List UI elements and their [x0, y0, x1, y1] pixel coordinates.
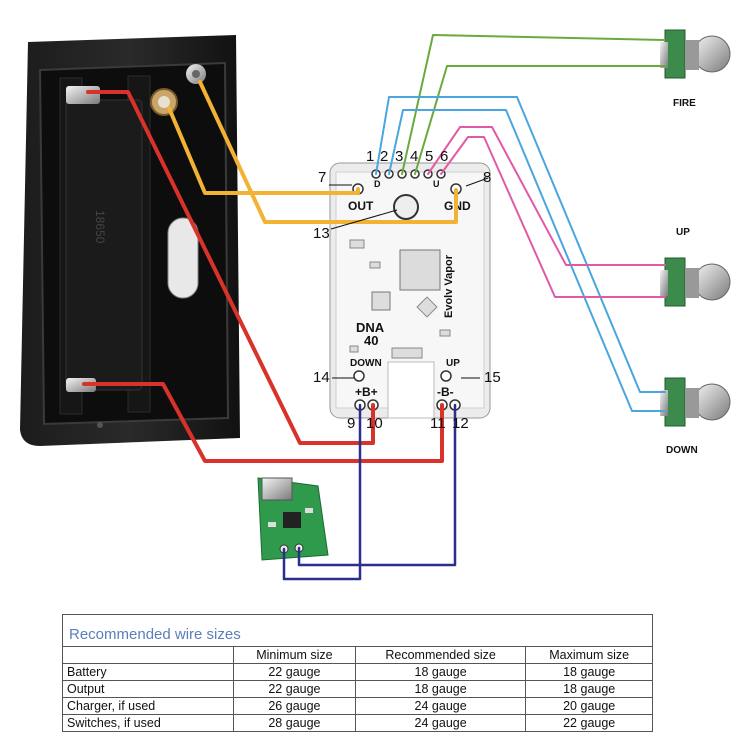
up-wire-a — [427, 126, 666, 266]
pin-label-7: 7 — [318, 169, 326, 186]
slot-window — [167, 217, 199, 299]
pin-label-6: 6 — [440, 148, 448, 165]
fire-switch-label: FIRE — [673, 98, 696, 109]
pin-label-1: 1 — [366, 148, 374, 165]
wire-size-table: Minimum size Recommended size Maximum si… — [63, 646, 652, 732]
board-up-label: UP — [446, 358, 460, 369]
pin-label-13: 13 — [313, 225, 330, 242]
wire-size-table-title: Recommended wire sizes — [69, 626, 241, 643]
pin-label-5: 5 — [425, 148, 433, 165]
table-header-cell: Recommended size — [354, 646, 527, 664]
board-out-label: OUT — [348, 199, 374, 213]
table-cell-rec: 18 gauge — [354, 663, 527, 681]
table-row-label: Output — [63, 680, 234, 698]
board-d-label: D — [374, 179, 381, 189]
pin-label-2: 2 — [380, 148, 388, 165]
board-name-line1: DNA — [356, 320, 385, 335]
micro-usb-port-icon — [261, 477, 293, 501]
table-cell-min: 28 gauge — [233, 714, 356, 732]
dna40-board: DNA 40 Evolv Vapor OUT GND DOWN UP +B+ -… — [329, 162, 491, 419]
board-pad-14 — [353, 370, 365, 382]
table-header-cell — [63, 646, 234, 664]
table-row-label: Switches, if used — [63, 714, 234, 732]
up-wire-b — [440, 136, 666, 298]
up-switch — [660, 257, 731, 307]
fire-wire-b — [414, 65, 666, 175]
table-row: Switches, if used 28 gauge 24 gauge 22 g… — [63, 714, 652, 732]
pin-leaders — [329, 177, 489, 379]
table-cell-min: 22 gauge — [233, 680, 356, 698]
battery-marking: 18650 — [93, 210, 107, 244]
up-switch-label: UP — [676, 227, 690, 238]
output-wire-positive — [167, 106, 360, 195]
table-cell-rec: 18 gauge — [354, 680, 527, 698]
wire-size-table-panel: Recommended wire sizes Minimum size Reco… — [62, 614, 653, 732]
board-down-label: DOWN — [350, 358, 382, 369]
board-bplus-label: +B+ — [355, 385, 378, 399]
down-wire-a — [375, 96, 666, 393]
pin-label-14: 14 — [313, 369, 330, 386]
pin-label-3: 3 — [395, 148, 403, 165]
table-cell-min: 22 gauge — [233, 663, 356, 681]
pin-label-8: 8 — [483, 169, 491, 186]
table-row: Output 22 gauge 18 gauge 18 gauge — [63, 680, 652, 698]
board-brand: Evolv Vapor — [443, 254, 455, 318]
table-cell-max: 22 gauge — [525, 714, 652, 732]
wiring-diagram: 18650 DNA 40 Evolv Vapor OUT GND DO — [20, 29, 731, 581]
table-cell-rec: 24 gauge — [354, 714, 527, 732]
chip-icon — [399, 249, 441, 291]
table-header-row: Minimum size Recommended size Maximum si… — [63, 646, 652, 664]
table-header-cell: Minimum size — [233, 646, 356, 664]
usb-charger-board — [257, 477, 329, 561]
battery-wire-negative — [82, 382, 444, 463]
battery-positive-terminal — [66, 86, 100, 104]
screw-hole — [97, 422, 103, 428]
battery-negative-terminal — [66, 378, 96, 392]
table-row: Charger, if used 26 gauge 24 gauge 20 ga… — [63, 697, 652, 715]
output-wire-ground — [198, 80, 458, 224]
charger-wire-a — [282, 403, 362, 581]
pin-label-11: 11 — [430, 415, 446, 432]
board-pad-15 — [440, 370, 452, 382]
chip-icon — [371, 291, 391, 311]
table-cell-rec: 24 gauge — [354, 697, 527, 715]
table-header-cell: Maximum size — [525, 646, 652, 664]
fire-switch — [660, 29, 731, 79]
pin-label-15: 15 — [484, 369, 501, 386]
board-pad-13 — [393, 194, 419, 220]
battery-sled: 18650 — [65, 99, 143, 391]
battery-wire-positive — [86, 90, 375, 445]
down-switch — [660, 377, 731, 427]
charger-chip-icon — [283, 512, 301, 528]
pin-label-4: 4 — [410, 148, 418, 165]
table-cell-max: 18 gauge — [525, 663, 652, 681]
table-row-label: Battery — [63, 663, 234, 681]
table-cell-max: 20 gauge — [525, 697, 652, 715]
fire-wire-a — [401, 34, 666, 175]
pin-label-10: 10 — [366, 415, 383, 432]
board-u-label: U — [433, 179, 440, 189]
board-bminus-label: -B- — [437, 385, 454, 399]
mod-enclosure: 18650 — [20, 35, 240, 446]
table-cell-max: 18 gauge — [525, 680, 652, 698]
table-cell-min: 26 gauge — [233, 697, 356, 715]
pin-label-9: 9 — [347, 415, 355, 432]
table-row: Battery 22 gauge 18 gauge 18 gauge — [63, 663, 652, 681]
board-name-line2: 40 — [364, 333, 378, 348]
down-switch-label: DOWN — [666, 445, 698, 456]
down-wire-b — [388, 109, 666, 412]
charger-wire-b — [297, 403, 457, 567]
pin-label-12: 12 — [452, 415, 469, 432]
table-row-label: Charger, if used — [63, 697, 234, 715]
